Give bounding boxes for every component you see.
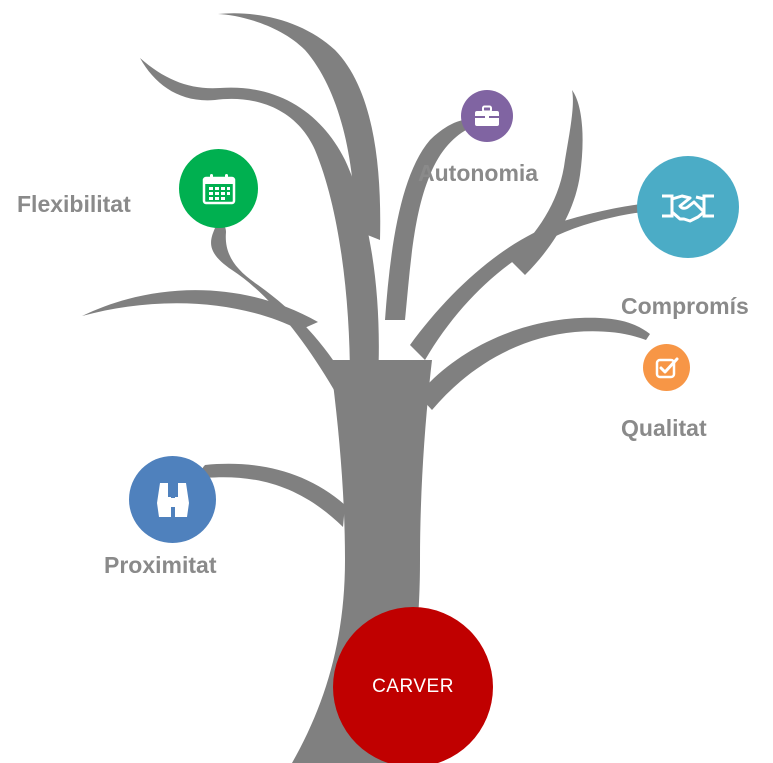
checkbox-icon <box>655 357 679 379</box>
flexibilitat-label: Flexibilitat <box>17 191 131 217</box>
calendar-icon <box>202 173 236 205</box>
branch-autonomia <box>385 119 470 320</box>
proximitat-label: Proximitat <box>104 552 217 578</box>
compromis-label: Compromís <box>621 293 749 319</box>
branch-right-upper <box>510 90 583 275</box>
autonomia-label: Autonomia <box>418 160 539 186</box>
qualitat-label: Qualitat <box>621 415 707 441</box>
branch-proximitat <box>201 463 345 527</box>
binoculars-icon <box>156 481 190 519</box>
branch-qualitat <box>418 317 650 410</box>
carver-root-circle: CARVER <box>333 607 493 763</box>
handshake-icon <box>660 190 716 224</box>
branch-compromis <box>410 203 650 360</box>
proximitat-node <box>129 456 216 543</box>
autonomia-node <box>461 90 513 142</box>
qualitat-node <box>643 344 690 391</box>
carver-root-label: CARVER <box>372 676 454 697</box>
compromis-node <box>637 156 739 258</box>
branch-top <box>218 13 381 240</box>
branch-center-left <box>140 58 379 380</box>
branch-left-lower <box>82 290 318 330</box>
flexibilitat-node <box>179 149 258 228</box>
briefcase-icon <box>474 105 500 127</box>
